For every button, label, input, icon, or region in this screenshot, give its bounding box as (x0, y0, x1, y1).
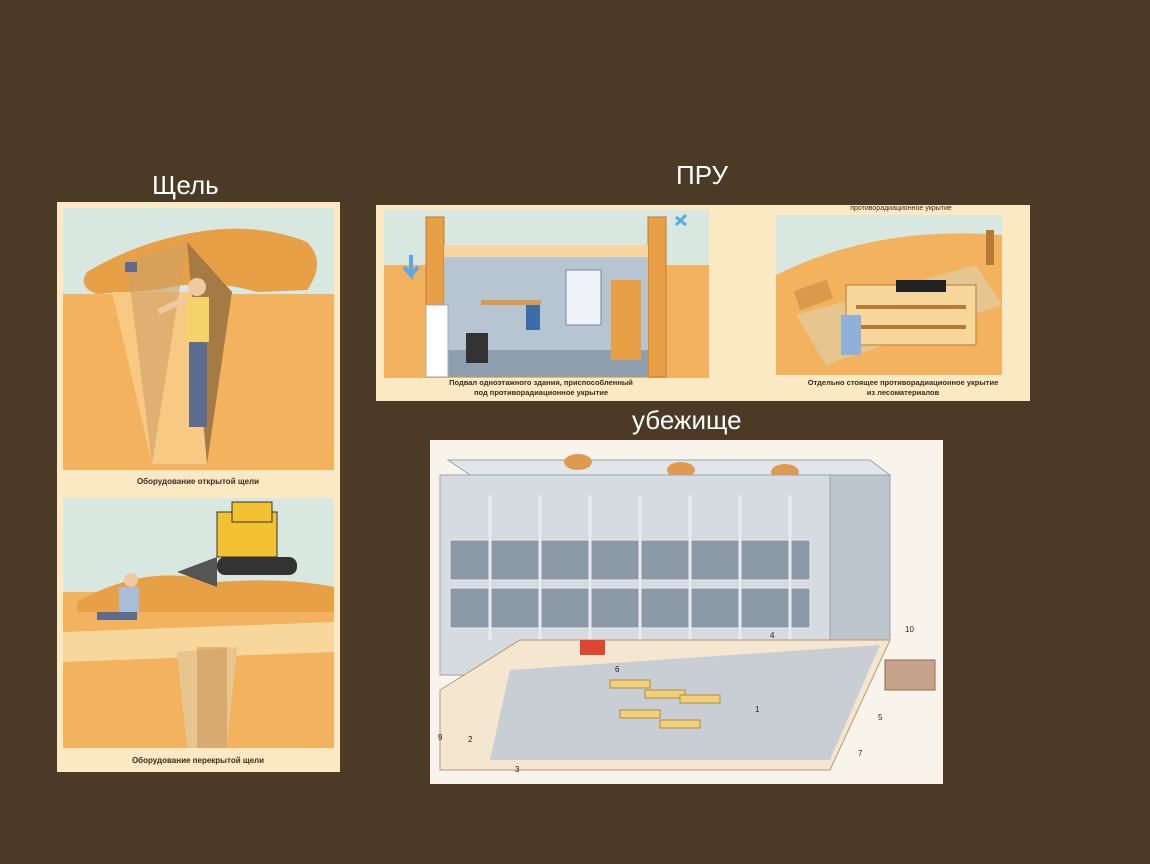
callout-1: 1 (755, 705, 760, 714)
standalone-caption-line2: из лесоматериалов (867, 388, 940, 397)
covered-trench-caption: Оборудование перекрытой щели (132, 756, 264, 765)
callout-3: 3 (515, 765, 520, 774)
callout-2: 2 (468, 735, 473, 744)
trench-label: Щель (152, 170, 219, 200)
pru-illustration: Подвал одноэтажного здания, приспособлен… (376, 205, 1030, 401)
pru-label: ПРУ (676, 160, 728, 190)
callout-9: 9 (438, 733, 443, 742)
trench-illustration: Оборудование открытой щели Оборудование … (57, 202, 340, 772)
shelter-illustration: 1 2 3 4 5 6 7 9 10 (430, 440, 943, 784)
open-trench-caption: Оборудование открытой щели (137, 477, 259, 486)
standalone-top-caption: противорадиационное укрытие (850, 205, 952, 212)
basement-caption-line1: Подвал одноэтажного здания, приспособлен… (449, 378, 633, 387)
callout-10: 10 (905, 625, 914, 634)
shelter-label: убежище (632, 405, 742, 435)
standalone-caption-line1: Отдельно стоящее противорадиационное укр… (808, 378, 999, 387)
callout-4: 4 (770, 631, 775, 640)
callout-7: 7 (858, 749, 863, 758)
callout-5: 5 (878, 713, 883, 722)
callout-6: 6 (615, 665, 620, 674)
basement-caption-line2: под противорадиационное укрытие (474, 388, 608, 397)
